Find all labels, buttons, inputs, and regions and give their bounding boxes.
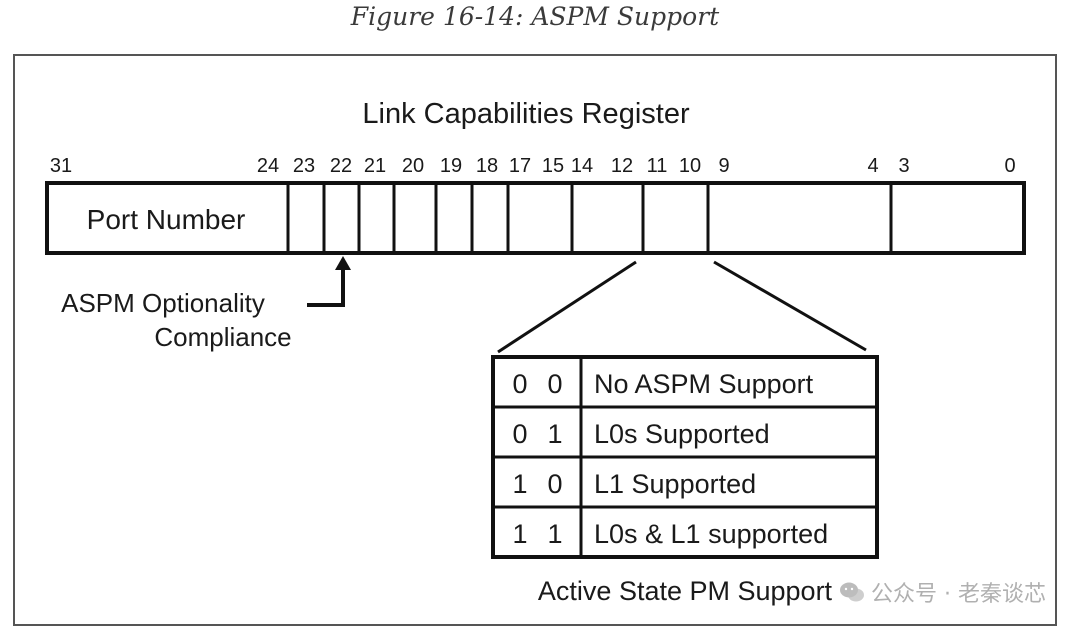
bit-label-24: 24 [257, 155, 279, 177]
bit-label-9: 9 [718, 155, 729, 177]
bit-label-4: 4 [867, 155, 878, 177]
bit-label-15: 15 [542, 155, 564, 177]
table-row-4-meaning: L0s & L1 supported [594, 519, 828, 549]
register-body [45, 181, 1026, 255]
table-row-4-bit-a: 1 [512, 519, 527, 549]
table-row-3-bit-a: 1 [512, 469, 527, 499]
port-number-field: Port Number [87, 204, 246, 235]
pm-support-table: 0 0 No ASPM Support 0 1 L0s Supported 1 … [491, 355, 879, 559]
aspm-optionality-label-line1: ASPM Optionality [61, 288, 265, 318]
table-row-1-meaning: No ASPM Support [594, 369, 814, 399]
bit-label-19: 19 [440, 155, 462, 177]
table-row-3-meaning: L1 Supported [594, 469, 756, 499]
zoom-lines [497, 260, 867, 354]
bit-label-21: 21 [364, 155, 386, 177]
bit-label-10: 10 [679, 155, 701, 177]
bit-label-17: 17 [509, 155, 531, 177]
watermark: 公众号 · 老秦谈芯 [839, 576, 1046, 608]
bit-label-22: 22 [330, 155, 352, 177]
table-row-2-bit-a: 0 [512, 419, 527, 449]
register-title: Link Capabilities Register [362, 98, 690, 130]
aspm-optionality-arrow [307, 256, 351, 307]
pm-table-caption: Active State PM Support [538, 576, 833, 606]
bit-label-31: 31 [50, 155, 72, 177]
aspm-optionality-label-line2: Compliance [154, 322, 291, 352]
bit-label-0: 0 [1004, 155, 1015, 177]
bit-label-3: 3 [898, 155, 909, 177]
bit-label-14: 14 [571, 155, 593, 177]
figure-caption: Figure 16-14: ASPM Support [350, 2, 720, 31]
table-row-2-meaning: L0s Supported [594, 419, 770, 449]
table-row-3-bit-b: 0 [547, 469, 562, 499]
bit-label-18: 18 [476, 155, 498, 177]
register-field-dividers [286, 183, 893, 253]
bit-label-20: 20 [402, 155, 424, 177]
table-row-1-bit-a: 0 [512, 369, 527, 399]
bit-label-12: 12 [611, 155, 633, 177]
table-row-2-bit-b: 1 [547, 419, 562, 449]
table-row-4-bit-b: 1 [547, 519, 562, 549]
watermark-text: 公众号 · 老秦谈芯 [871, 582, 1046, 607]
wechat-icon [840, 582, 865, 602]
bit-label-11: 11 [647, 155, 668, 177]
bit-label-23: 23 [293, 155, 315, 177]
diagram-frame [13, 54, 1057, 626]
table-row-1-bit-b: 0 [547, 369, 562, 399]
